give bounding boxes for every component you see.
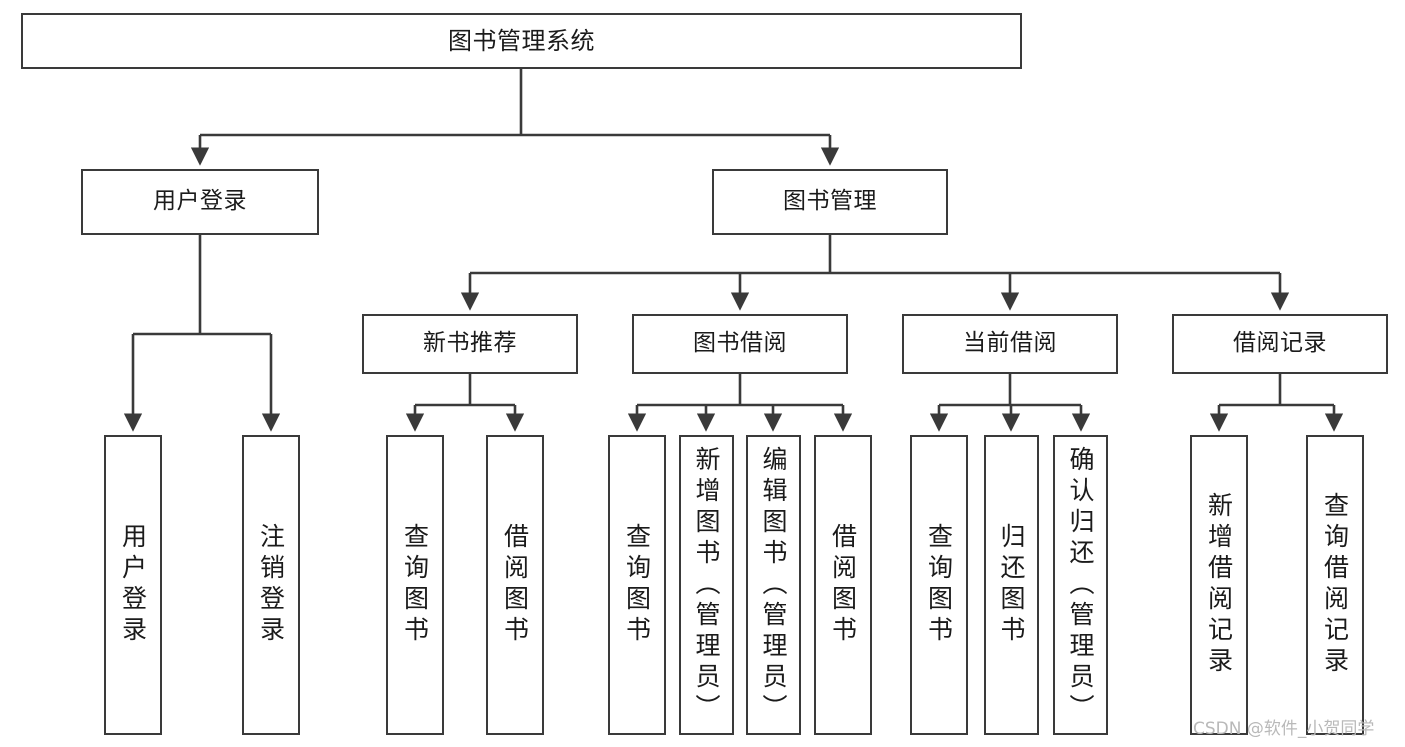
node-current-borrow-label: 当前借阅 [963,330,1057,357]
node-user-login-label: 用户登录 [153,188,247,215]
node-new-book-recommend-label: 新书推荐 [423,330,517,357]
node-book-manage-label: 图书管理 [783,188,877,215]
node-current-borrow[interactable]: 当前借阅 [902,314,1118,374]
node-leaf-query-book-3[interactable]: 查询图书 [910,435,968,735]
node-leaf-user-login[interactable]: 用户登录 [104,435,162,735]
node-leaf-confirm-return-label: 确认归还（管理员） [1066,445,1095,725]
node-leaf-query-book-1-label: 查询图书 [400,523,430,647]
node-leaf-query-record[interactable]: 查询借阅记录 [1306,435,1364,735]
node-leaf-add-record[interactable]: 新增借阅记录 [1190,435,1248,735]
node-leaf-borrow-book-1[interactable]: 借阅图书 [486,435,544,735]
node-leaf-return-book[interactable]: 归还图书 [984,435,1039,735]
node-leaf-return-book-label: 归还图书 [997,523,1026,647]
node-leaf-edit-book[interactable]: 编辑图书（管理员） [746,435,801,735]
node-leaf-logout-login[interactable]: 注销登录 [242,435,300,735]
node-leaf-query-book-1[interactable]: 查询图书 [386,435,444,735]
node-borrow-record-label: 借阅记录 [1233,330,1327,357]
node-leaf-user-login-label: 用户登录 [118,523,148,647]
node-leaf-edit-book-label: 编辑图书（管理员） [759,445,788,725]
node-leaf-query-book-2-label: 查询图书 [622,523,652,647]
node-leaf-borrow-book-2-label: 借阅图书 [828,523,858,647]
node-book-borrow[interactable]: 图书借阅 [632,314,848,374]
node-user-login[interactable]: 用户登录 [81,169,319,235]
node-borrow-record[interactable]: 借阅记录 [1172,314,1388,374]
node-leaf-confirm-return[interactable]: 确认归还（管理员） [1053,435,1108,735]
node-leaf-add-book-label: 新增图书（管理员） [692,445,721,725]
node-book-borrow-label: 图书借阅 [693,330,787,357]
node-root-label: 图书管理系统 [448,26,595,55]
node-new-book-recommend[interactable]: 新书推荐 [362,314,578,374]
node-leaf-borrow-book-2[interactable]: 借阅图书 [814,435,872,735]
node-leaf-query-book-2[interactable]: 查询图书 [608,435,666,735]
node-leaf-borrow-book-1-label: 借阅图书 [500,523,530,647]
node-leaf-query-book-3-label: 查询图书 [924,523,954,647]
node-leaf-logout-login-label: 注销登录 [256,523,286,647]
node-leaf-query-record-label: 查询借阅记录 [1320,492,1350,678]
node-root[interactable]: 图书管理系统 [21,13,1022,69]
node-leaf-add-record-label: 新增借阅记录 [1204,492,1234,678]
watermark-text: CSDN @软件_小贺同学 [1193,719,1375,739]
node-book-manage[interactable]: 图书管理 [712,169,948,235]
node-leaf-add-book[interactable]: 新增图书（管理员） [679,435,734,735]
